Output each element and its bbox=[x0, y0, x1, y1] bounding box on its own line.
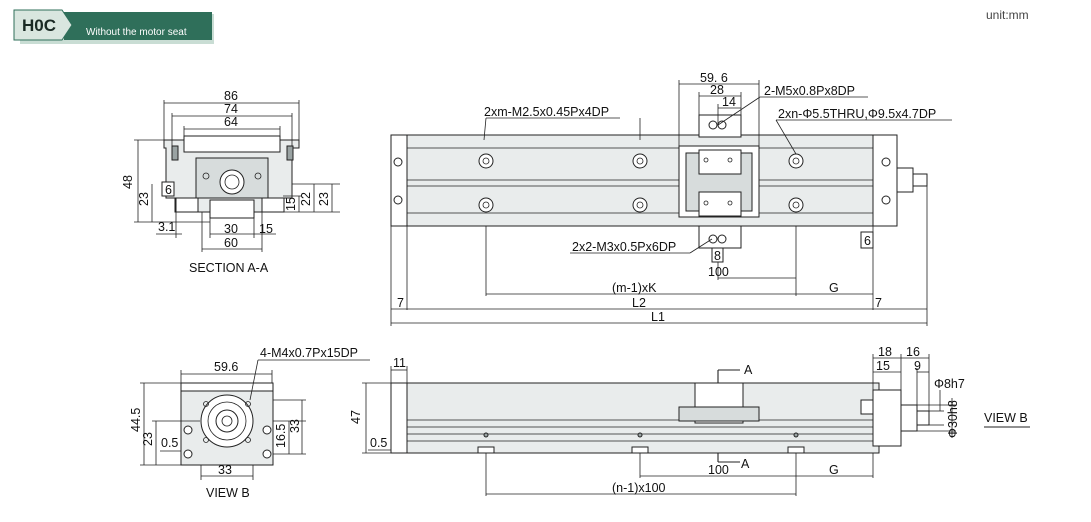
dim-59-6-b: 59.6 bbox=[214, 360, 238, 374]
section-aa-title: SECTION A-A bbox=[189, 261, 269, 275]
dim-100-side: 100 bbox=[708, 463, 729, 477]
side-view-body bbox=[390, 382, 880, 454]
dim-60: 60 bbox=[224, 236, 238, 250]
top-view-body bbox=[390, 134, 898, 227]
dim-64: 64 bbox=[224, 115, 238, 129]
callout-m2-5: 2xm-M2.5x0.45Px4DP bbox=[484, 105, 609, 119]
dim-0-5-b: 0.5 bbox=[161, 436, 178, 450]
dim-23-b: 23 bbox=[141, 432, 155, 446]
dim-30: 30 bbox=[224, 222, 238, 236]
dim-0-5-side: 0.5 bbox=[370, 436, 387, 450]
dim-6-top: 6 bbox=[864, 234, 871, 248]
dim-l1: L1 bbox=[651, 310, 665, 324]
model-tag-description-band bbox=[64, 12, 212, 40]
dim-28: 28 bbox=[710, 83, 724, 97]
view-b-holes bbox=[183, 401, 272, 459]
section-aa-small-hole-right bbox=[254, 172, 262, 180]
top-view-end-cap-left bbox=[390, 134, 408, 227]
top-view: (m-1)xK G 7 7 L2 L1 100 8 6 59. 6 28 14 … bbox=[390, 71, 952, 326]
top-view-motor-shaft bbox=[896, 167, 914, 193]
section-aa-foot-right bbox=[261, 197, 285, 213]
side-view-end-right bbox=[872, 389, 902, 447]
dim-9: 9 bbox=[914, 359, 921, 373]
callout-m4: 4-M4x0.7Px15DP bbox=[260, 346, 358, 360]
section-aa-bolt-left bbox=[171, 145, 179, 161]
view-b-bore bbox=[215, 409, 239, 433]
dim-15-right: 15 bbox=[284, 197, 298, 211]
dim-33-b: 33 bbox=[218, 463, 232, 477]
view-b-title: VIEW B bbox=[206, 486, 250, 500]
dim-11: 11 bbox=[393, 356, 406, 370]
side-view: A A 11 47 0.5 18 16 15 9 Φ8h7 Φ30h8 bbox=[349, 345, 1030, 496]
dim-22: 22 bbox=[299, 192, 313, 206]
dim-6: 6 bbox=[165, 183, 172, 197]
dim-6-box bbox=[161, 181, 175, 197]
section-aa-view: 86 74 64 48 23 6 3.1 30 15 60 15 22 23 S… bbox=[121, 89, 340, 275]
dim-16-5: 16.5 bbox=[274, 424, 288, 448]
model-tag: H0C Without the motor seat bbox=[13, 9, 214, 44]
dim-15-bottom: 15 bbox=[259, 222, 273, 236]
dim-33-b-side: 33 bbox=[288, 419, 302, 433]
dim-8-box bbox=[711, 247, 724, 263]
dim-g-side: G bbox=[829, 463, 839, 477]
section-a-top-label: A bbox=[744, 363, 753, 377]
dim-phi30: Φ30h8 bbox=[946, 400, 960, 438]
dim-n-minus-1: (n-1)x100 bbox=[612, 481, 666, 495]
model-tag-code-box bbox=[13, 9, 73, 41]
dim-7-right: 7 bbox=[875, 296, 882, 310]
dim-59-6-top: 59. 6 bbox=[700, 71, 728, 85]
side-view-shaft-tip bbox=[916, 410, 930, 426]
dim-3-1: 3.1 bbox=[158, 220, 175, 234]
section-aa-bolt-right bbox=[286, 145, 294, 161]
side-view-carriage-rail bbox=[678, 406, 760, 422]
top-view-shaft-tip bbox=[912, 173, 928, 187]
section-aa-base bbox=[209, 199, 255, 219]
top-view-holes bbox=[393, 120, 891, 244]
dim-74: 74 bbox=[224, 102, 238, 116]
view-b-bore-inner bbox=[221, 415, 233, 427]
dim-16-side: 16 bbox=[906, 345, 920, 359]
callout-thru: 2xn-Φ5.5THRU,Φ9.5x4.7DP bbox=[778, 107, 936, 121]
dim-phi8: Φ8h7 bbox=[934, 377, 965, 391]
section-aa-carriage bbox=[183, 135, 281, 153]
view-b-flange-ring bbox=[207, 401, 247, 441]
view-b-top-strip bbox=[180, 382, 274, 392]
dim-86: 86 bbox=[224, 89, 238, 103]
top-view-end-cap-right bbox=[872, 134, 898, 227]
dim-l2: L2 bbox=[632, 296, 646, 310]
dim-23-left: 23 bbox=[137, 192, 151, 206]
section-aa-foot-left bbox=[175, 197, 199, 213]
dim-100-top: 100 bbox=[708, 265, 729, 279]
section-a-bottom-label: A bbox=[741, 457, 750, 471]
dim-6-top-box bbox=[860, 231, 874, 249]
dim-8: 8 bbox=[714, 249, 721, 263]
dim-m-minus-1-k: (m-1)xK bbox=[612, 281, 657, 295]
side-view-end-left bbox=[390, 382, 408, 454]
top-view-carriage-plate-bottom bbox=[698, 191, 742, 217]
dim-48: 48 bbox=[121, 175, 135, 189]
section-aa-small-hole-left bbox=[202, 172, 210, 180]
model-description: Without the motor seat bbox=[86, 27, 187, 38]
model-code: H0C bbox=[22, 16, 56, 35]
dim-44-5: 44.5 bbox=[129, 408, 143, 432]
section-aa-screw-inner bbox=[224, 174, 240, 190]
dim-15-side: 15 bbox=[876, 359, 890, 373]
dim-g-top: G bbox=[829, 281, 839, 295]
section-aa-screw-circle bbox=[219, 169, 245, 195]
view-b-arrow-label: VIEW B bbox=[984, 411, 1028, 425]
side-view-shaft bbox=[900, 404, 918, 432]
dim-18: 18 bbox=[878, 345, 892, 359]
callout-m5: 2-M5x0.8Px8DP bbox=[764, 84, 855, 98]
view-b: 59.6 4-M4x0.7Px15DP 44.5 23 0.5 16.5 33 … bbox=[129, 346, 370, 500]
callout-m3: 2x2-M3x0.5Px6DP bbox=[572, 240, 676, 254]
side-view-mount-marks bbox=[477, 399, 874, 454]
dim-7-left: 7 bbox=[397, 296, 404, 310]
unit-label: unit:mm bbox=[986, 8, 1029, 22]
dim-14: 14 bbox=[722, 95, 736, 109]
dim-23-right: 23 bbox=[317, 192, 331, 206]
dim-47: 47 bbox=[349, 410, 363, 424]
